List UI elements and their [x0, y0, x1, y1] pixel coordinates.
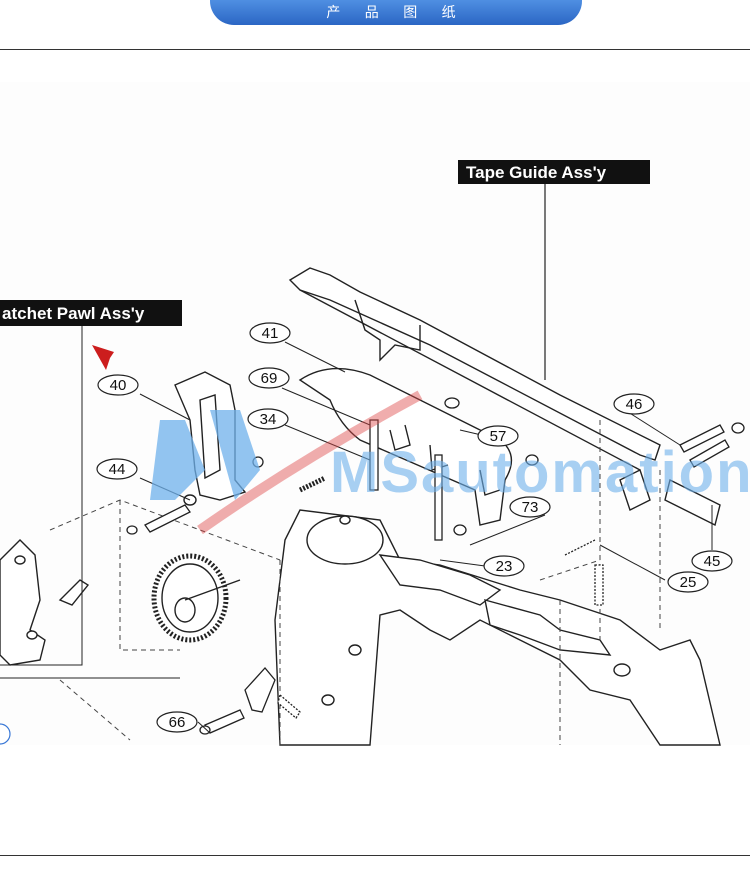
- tape-guide-rail: [288, 267, 661, 471]
- watermark-logo: MSautomation: [150, 390, 750, 535]
- feeder-frame: [274, 469, 721, 746]
- red-arrow-icon: [92, 345, 114, 370]
- part-label-34-text: 34: [260, 411, 277, 428]
- part-label-57-text: 57: [490, 428, 507, 445]
- part-label-44: 44: [96, 458, 138, 480]
- part-label-66-text: 66: [169, 714, 186, 731]
- part-label-partial: [0, 723, 11, 745]
- part-label-69: 69: [248, 367, 290, 389]
- springs: [252, 397, 745, 606]
- part-label-44-text: 44: [109, 461, 126, 478]
- screw-top: [444, 397, 460, 409]
- part-label-23-text: 23: [496, 558, 513, 575]
- lever-66: [199, 667, 301, 735]
- part-label-40: 40: [97, 374, 139, 396]
- part-label-73: 73: [509, 496, 551, 518]
- pin-34-b: [434, 454, 443, 541]
- part-label-46: 46: [613, 393, 655, 415]
- part-label-69-text: 69: [261, 370, 278, 387]
- part-label-25: 25: [667, 571, 709, 593]
- tape-guide-assembly-text: Tape Guide Ass'y: [466, 163, 607, 182]
- part-label-34: 34: [247, 408, 289, 430]
- tape-guide-assembly-label: Tape Guide Ass'y: [458, 160, 650, 184]
- pin-44: [126, 504, 191, 535]
- part-label-23: 23: [483, 555, 525, 577]
- spring-25: [594, 564, 604, 606]
- part-label-46-text: 46: [626, 396, 643, 413]
- leader-lines: [0, 322, 713, 734]
- watermark-text: MSautomation: [330, 440, 750, 505]
- part-label-41: 41: [249, 322, 291, 344]
- dashed-outline: [49, 420, 661, 745]
- part-label-57: 57: [477, 425, 519, 447]
- left-arm-part: [0, 539, 90, 666]
- pin-46-a: [679, 424, 725, 453]
- part-label-45-text: 45: [704, 553, 721, 570]
- pin-34-a: [369, 419, 379, 491]
- part-label-41-text: 41: [262, 325, 279, 342]
- header-title: 产 品 图 纸: [210, 0, 582, 25]
- part-label-45: 45: [691, 550, 733, 572]
- ratchet-pawl-assembly-text: atchet Pawl Ass'y: [2, 304, 145, 323]
- part-label-25-text: 25: [680, 574, 697, 591]
- ratchet-gear: [151, 553, 241, 643]
- pin-46-b: [689, 439, 730, 468]
- washer-46: [731, 422, 745, 434]
- part-label-40-text: 40: [110, 377, 127, 394]
- part-label-73-text: 73: [522, 499, 539, 516]
- ratchet-pawl-assembly-label: atchet Pawl Ass'y: [0, 300, 182, 326]
- footer-divider: [0, 855, 750, 856]
- part-label-66: 66: [156, 711, 198, 733]
- header-divider: [0, 49, 750, 50]
